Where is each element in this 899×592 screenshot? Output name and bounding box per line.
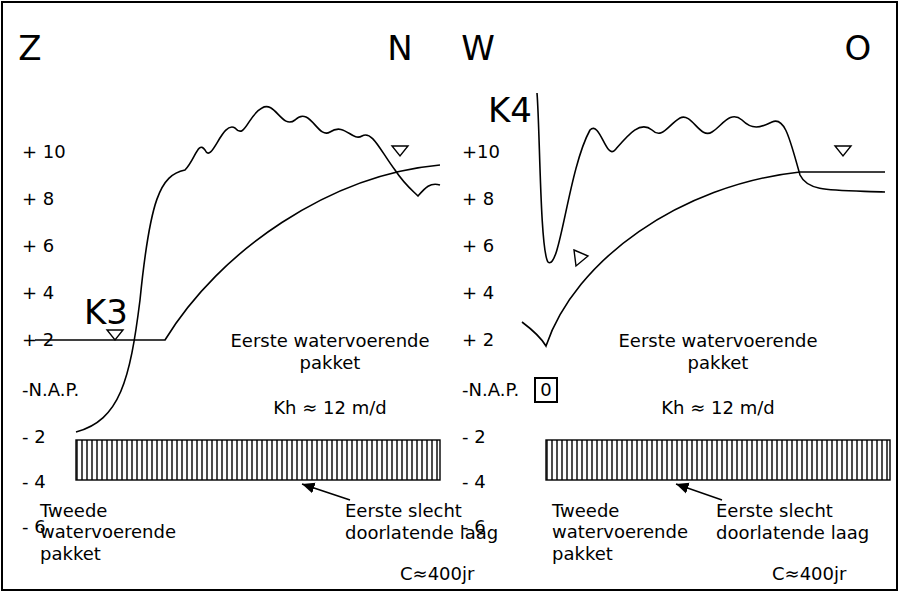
water-level-mark	[835, 146, 851, 156]
layer-label: Tweede watervoerende pakket	[40, 500, 190, 565]
axis-label: + 6	[22, 235, 54, 257]
axis-label: - 2	[462, 426, 486, 448]
axis-label: - 4	[22, 471, 46, 493]
axis-label: - 4	[462, 471, 486, 493]
water-table	[522, 172, 885, 346]
water-level-mark	[574, 250, 588, 266]
axis-label: + 4	[462, 282, 494, 304]
axis-label: + 8	[22, 188, 54, 210]
axis-label: + 2	[462, 329, 494, 351]
aquitard-band	[546, 440, 890, 480]
ground-surface	[76, 107, 440, 432]
axis-label: + 6	[462, 235, 494, 257]
axis-label: -N.A.P.	[462, 379, 519, 401]
leader-arrow	[676, 484, 722, 500]
parameter-label: C≈400jr	[400, 563, 474, 585]
node-text: 0	[540, 379, 551, 400]
axis-label: -N.A.P.	[22, 379, 79, 401]
axis-label: - 2	[22, 426, 46, 448]
axis-label: + 10	[22, 141, 66, 163]
water-table	[35, 165, 440, 340]
layer-label: Tweede watervoerende pakket	[552, 500, 702, 565]
parameter-label: Kh ≈ 12 m/d	[661, 397, 774, 419]
boxed-number: 0	[534, 377, 557, 403]
ground-surface	[537, 93, 885, 263]
aquitard-band	[76, 440, 440, 480]
axis-label: + 8	[462, 188, 494, 210]
water-level-mark	[392, 146, 408, 156]
direction-letter: W	[461, 28, 495, 69]
layer-label: Eerste watervoerende pakket	[225, 330, 435, 373]
layer-label: Eerste watervoerende pakket	[613, 330, 823, 373]
parameter-label: C≈400jr	[772, 563, 846, 585]
layer-label: Eerste slecht doorlatende laag	[345, 500, 515, 543]
axis-label: +10	[462, 141, 500, 163]
canal-label: K3	[84, 292, 128, 333]
axis-label: + 2	[22, 329, 54, 351]
direction-letter: N	[387, 28, 412, 69]
layer-label: Eerste slecht doorlatende laag	[716, 500, 886, 543]
parameter-label: Kh ≈ 12 m/d	[273, 397, 386, 419]
canal-label: K4	[488, 90, 532, 131]
direction-letter: O	[845, 28, 872, 69]
axis-label: + 4	[22, 282, 54, 304]
leader-arrow	[302, 484, 350, 500]
direction-letter: Z	[18, 28, 41, 69]
